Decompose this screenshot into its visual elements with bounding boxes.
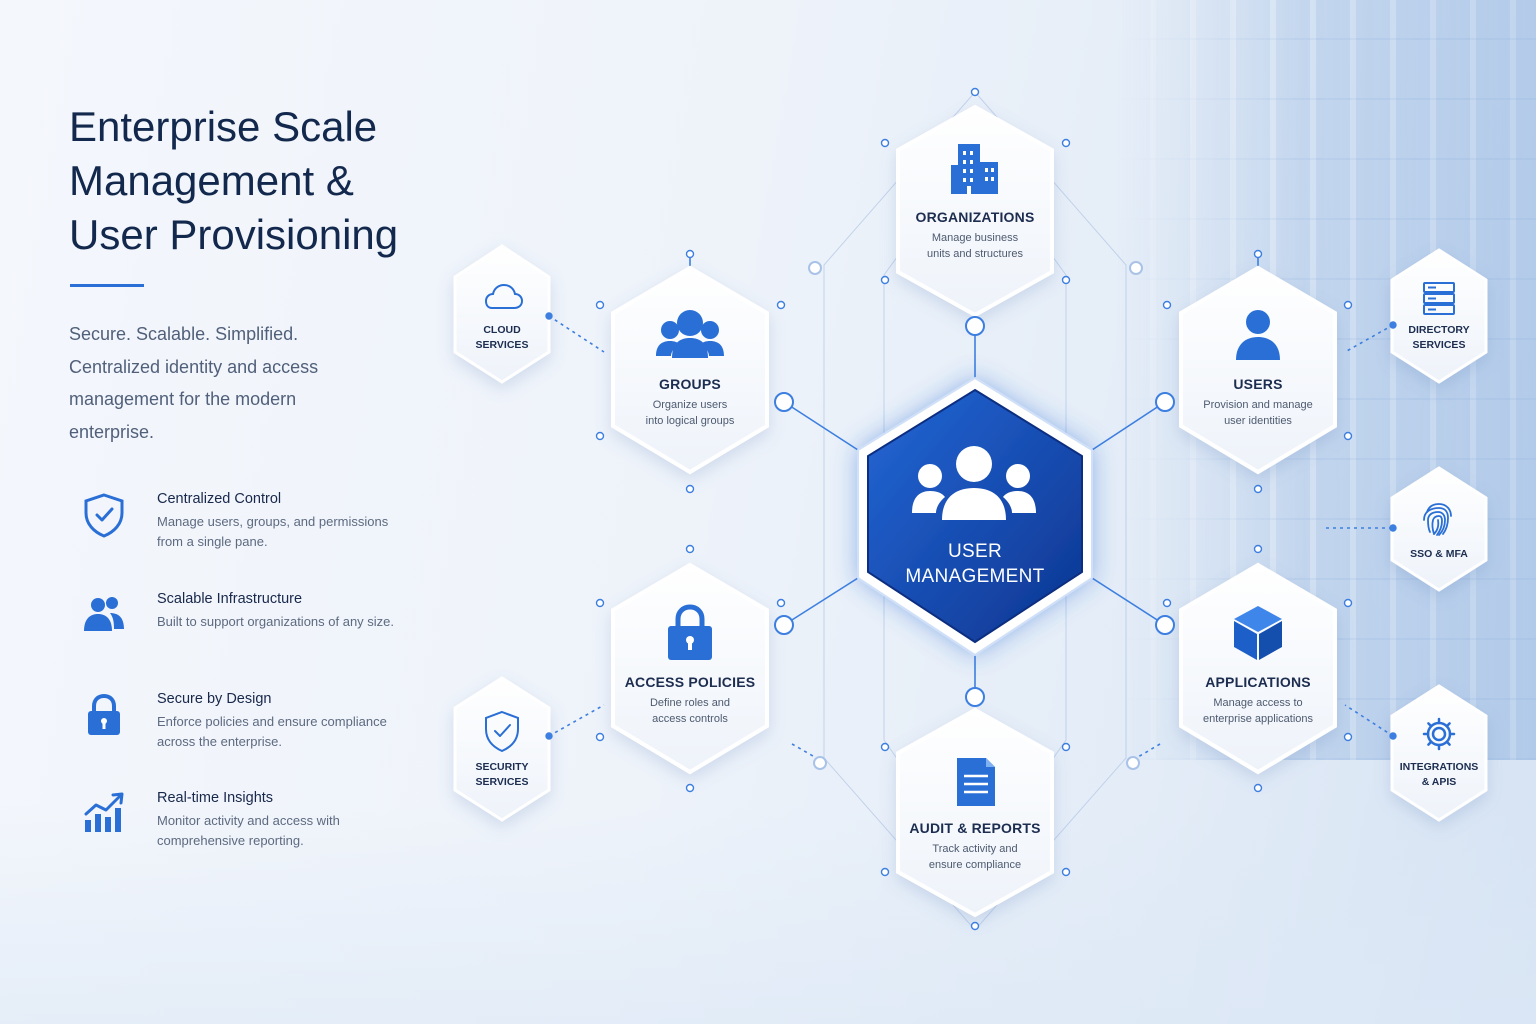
node-title: ORGANIZATIONS [915,209,1035,225]
server-icon [1423,282,1455,315]
feature-scalable-infrastructure: Scalable Infrastructure Built to support… [80,591,400,661]
security-shield-icon [485,710,519,753]
node-title: APPLICATIONS [1205,674,1311,690]
center-title-line-2: MANAGEMENT [905,566,1045,587]
cloud-icon [484,283,524,309]
page-title: Enterprise Scale Management & User Provi… [69,100,449,262]
document-icon [957,758,995,806]
users-icon [656,310,724,358]
title-line-3: User Provisioning [69,211,399,258]
feature-title: Centralized Control [157,491,282,507]
shield-check-icon [84,493,124,538]
feature-title: Real-time Insights [157,790,274,806]
feature-title: Secure by Design [157,691,272,707]
feature-description: Built to support organizations of any si… [157,614,395,629]
node-title: USERS [1233,376,1283,392]
title-line-2: Management & [69,157,354,204]
feature-description: Monitor activity and access with compreh… [157,813,340,848]
user-group-icon [912,446,1036,520]
main-hexes [611,104,1337,918]
feature-title: Scalable Infrastructure [157,591,303,607]
gear-icon [1422,717,1456,751]
feature-secure-by-design: Secure by Design Enforce policies and en… [80,691,400,761]
users-icon [84,597,124,631]
satellite-integrations-apis[interactable]: INTEGRATIONS& APIS [1399,761,1479,788]
title-underline [70,284,144,287]
dashed-connectors [548,315,1394,761]
feature-centralized-control: Centralized Control Manage users, groups… [80,491,400,561]
center-title-line-1: USER [948,541,1002,562]
small-dots [545,87,1397,931]
satellite-hexes [453,244,1488,822]
center-user-management[interactable]: USER MANAGEMENT [870,539,1080,589]
feature-description: Enforce policies and ensure compliance a… [157,714,387,749]
node-title: ACCESS POLICIES [624,674,756,690]
growth-chart-icon [84,792,124,832]
connection-nodes [774,261,1175,770]
lock-icon [668,604,712,660]
fingerprint-icon [1423,503,1452,536]
building-icon [951,144,998,194]
cube-icon [1234,606,1282,660]
node-title: GROUPS [659,376,721,392]
title-line-1: Enterprise Scale [69,103,378,150]
feature-description: Manage users, groups, and permissions fr… [157,514,389,549]
user-icon [1236,310,1280,360]
satellite-sso-mfa[interactable]: SSO & MFA [1410,548,1468,560]
feature-real-time-insights: Real-time Insights Monitor activity and … [80,790,400,860]
background-floor [0,804,1536,1024]
page-subtitle: Secure. Scalable. Simplified. Centralize… [69,324,319,442]
lock-icon [88,693,120,735]
node-title: AUDIT & REPORTS [909,820,1041,836]
